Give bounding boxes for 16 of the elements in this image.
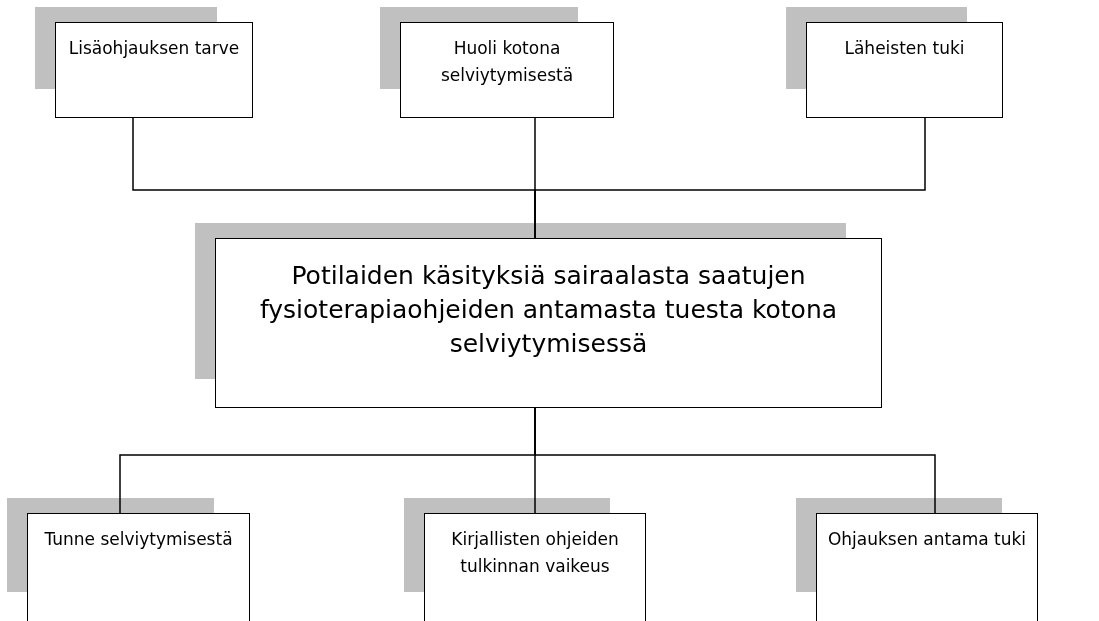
connector-line (534, 407, 936, 514)
category-box (27, 513, 250, 621)
category-box (816, 513, 1038, 621)
box-label: Lisäohjauksen tarve (68, 37, 240, 60)
box-label: Potilaiden käsityksiä sairaalasta saatujen fysioterapiaohjeiden antamasta tuesta kotona selviytymisessä (258, 260, 839, 360)
box-label: Kirjallisten ohjeiden tulkinnan vaikeus (450, 528, 620, 578)
box-label: Tunne selviytymisestä (44, 528, 233, 551)
category-box (55, 22, 253, 118)
connector-line (534, 117, 926, 239)
category-box (424, 513, 646, 621)
central-theme-box (215, 238, 882, 408)
box-label: Läheisten tuki (844, 37, 965, 60)
box-label: Huoli kotona selviytymisestä (439, 37, 575, 87)
category-box (806, 22, 1003, 118)
category-box (400, 22, 614, 118)
box-label: Ohjauksen antama tuki (827, 528, 1027, 551)
